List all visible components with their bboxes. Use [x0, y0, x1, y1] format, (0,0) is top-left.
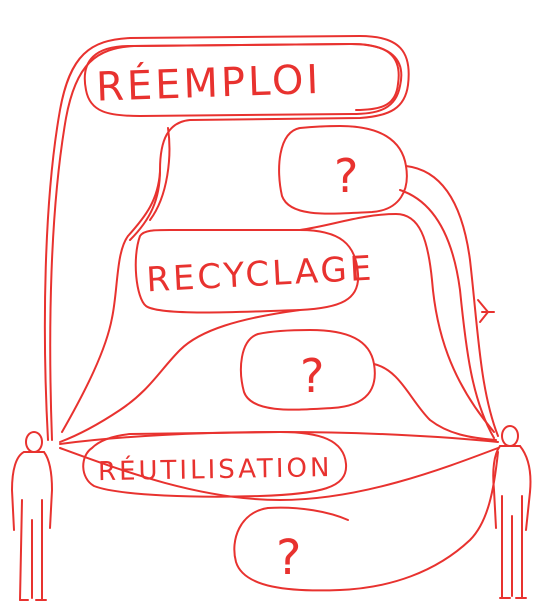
question-bubble-3-inner: [268, 508, 348, 520]
recyclage-arm-left: [62, 172, 160, 432]
reutilisation-label: RÉUTILISATION: [98, 451, 333, 487]
recyclage-upper-right: [300, 214, 494, 432]
reemploi-label: RÉEMPLOI: [95, 55, 322, 111]
question-mark-1: ?: [334, 149, 361, 203]
connector-middle-left: [60, 310, 300, 442]
recyclage-label: RECYCLAGE: [145, 249, 375, 301]
question-mark-3: ?: [276, 530, 304, 586]
edge-tick-mark: [478, 300, 494, 322]
connector-right-top: [406, 166, 498, 436]
left-person-figure: [12, 432, 52, 600]
question-mark-2: ?: [300, 349, 327, 403]
